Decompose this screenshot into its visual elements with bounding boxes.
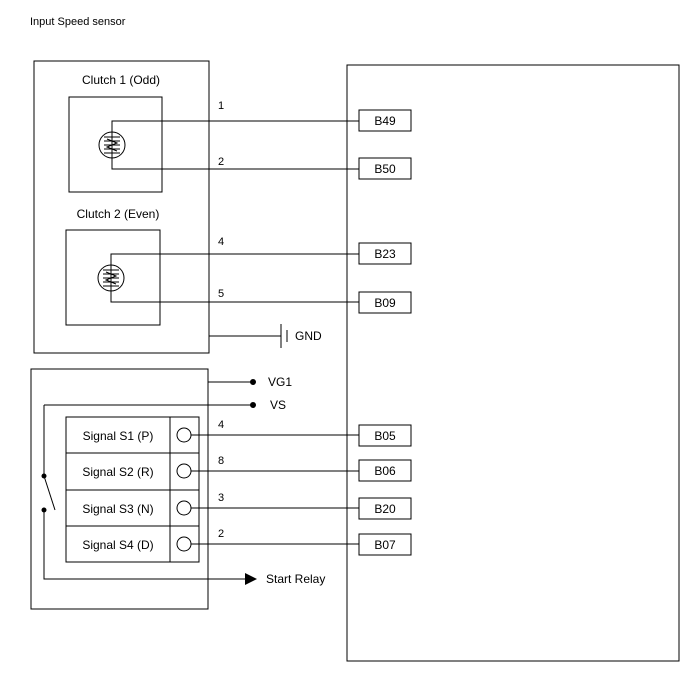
connector-box: B09 <box>358 291 412 314</box>
wire-clutch2-pin4 <box>110 253 359 265</box>
clutch2-label: Clutch 2 (Even) <box>77 207 160 221</box>
signal-row: Signal S3 (N) 3 <box>82 492 359 516</box>
connector-box: B05 <box>358 424 412 447</box>
svg-text:B49: B49 <box>374 114 396 128</box>
svg-text:B20: B20 <box>374 502 396 516</box>
svg-text:4: 4 <box>218 419 224 431</box>
svg-text:Signal S3 (N): Signal S3 (N) <box>82 502 153 516</box>
vg1-terminal <box>250 379 256 385</box>
svg-text:8: 8 <box>218 455 224 467</box>
wire-pin-label: 1 <box>218 100 224 112</box>
svg-text:B50: B50 <box>374 162 396 176</box>
switch-blade <box>43 475 56 511</box>
ground-label: GND <box>295 329 322 343</box>
signal-table <box>65 416 200 563</box>
diagram-title: Input Speed sensor <box>30 16 126 28</box>
wire-pin-label: 2 <box>218 156 224 168</box>
start-relay-arrow-icon <box>245 573 257 585</box>
svg-text:3: 3 <box>218 492 224 504</box>
connector-box: B23 <box>358 242 412 265</box>
svg-text:B07: B07 <box>374 538 396 552</box>
wire-clutch2-pin5 <box>110 291 359 303</box>
svg-text:B23: B23 <box>374 247 396 261</box>
svg-text:2: 2 <box>218 528 224 540</box>
ground-icon <box>280 324 288 348</box>
clutch1-label: Clutch 1 (Odd) <box>82 73 160 87</box>
signal-row: Signal S1 (P) 4 <box>83 419 359 443</box>
wire-clutch1-pin2 <box>111 158 359 170</box>
connector-box: B06 <box>358 459 412 482</box>
signal-row: Signal S2 (R) 8 <box>82 455 359 479</box>
svg-text:B09: B09 <box>374 296 396 310</box>
wire-clutch1-pin1 <box>111 120 359 132</box>
svg-text:B05: B05 <box>374 429 396 443</box>
connector-box: B07 <box>358 533 412 556</box>
wire-pin-label: 5 <box>218 288 224 300</box>
vs-terminal <box>250 402 256 408</box>
svg-text:Signal S1 (P): Signal S1 (P) <box>83 429 154 443</box>
vs-label: VS <box>270 398 286 412</box>
svg-text:Signal S2 (R): Signal S2 (R) <box>82 465 153 479</box>
connector-box: B50 <box>358 157 412 180</box>
signal-row: Signal S4 (D) 2 <box>82 528 359 552</box>
start-relay-label: Start Relay <box>266 572 325 586</box>
connector-box: B49 <box>358 109 412 132</box>
vg1-label: VG1 <box>268 375 292 389</box>
connector-box: B20 <box>358 497 412 520</box>
svg-text:B06: B06 <box>374 464 396 478</box>
start-relay-wire-bottom <box>43 510 245 580</box>
wire-pin-label: 4 <box>218 236 224 248</box>
ecu-block <box>346 64 680 662</box>
svg-text:Signal S4 (D): Signal S4 (D) <box>82 538 153 552</box>
